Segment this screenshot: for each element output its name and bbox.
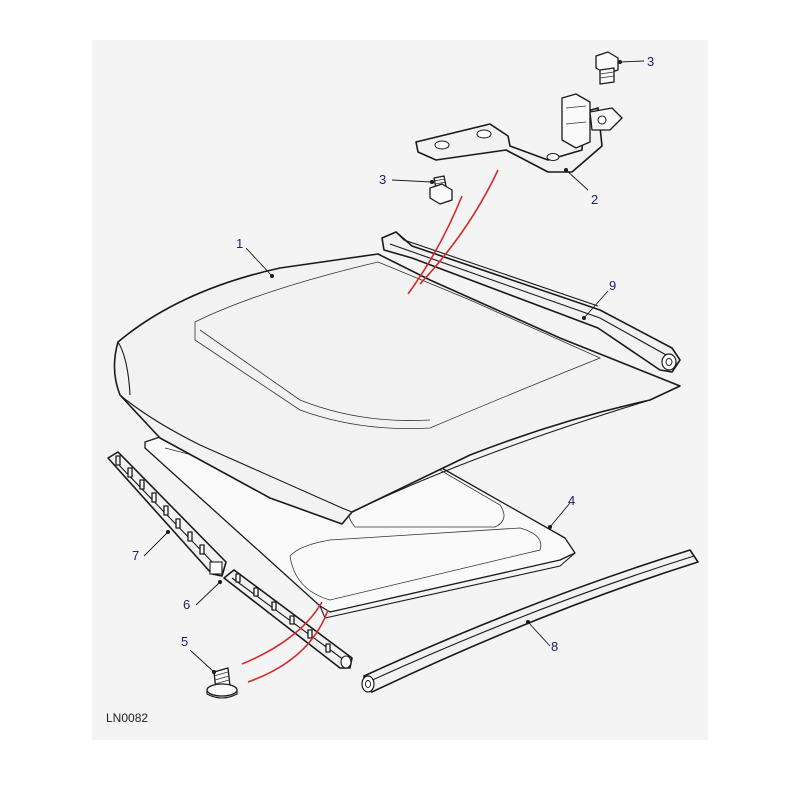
fastener-path-upper [407,169,499,295]
fastener-path-lower [241,601,329,683]
callout-3-left: 3 [379,172,386,187]
callout-labels: 1 2 3 3 4 5 6 7 8 9 [132,54,654,654]
roof-panel [113,253,681,525]
callout-9: 9 [609,278,616,293]
callout-2: 2 [591,192,598,207]
callout-5: 5 [181,634,188,649]
reference-code: LN0082 [106,711,148,725]
callout-8: 8 [551,639,558,654]
leader-lines [143,60,645,674]
clip-screw [206,667,238,699]
callout-1: 1 [236,236,243,251]
front-edge-seal [361,549,699,693]
inner-seal-strip [223,569,353,669]
clip-row-inner [235,573,331,653]
clip-row-front [115,455,205,555]
callout-6: 6 [183,597,190,612]
callout-3-top: 3 [647,54,654,69]
hinge-bolt [595,51,619,85]
front-seal-strip [107,451,227,577]
hinge-bracket [415,93,623,173]
panel-bolt [429,175,453,205]
rear-edge-seal [381,231,681,373]
callout-7: 7 [132,548,139,563]
callout-4: 4 [568,493,575,508]
